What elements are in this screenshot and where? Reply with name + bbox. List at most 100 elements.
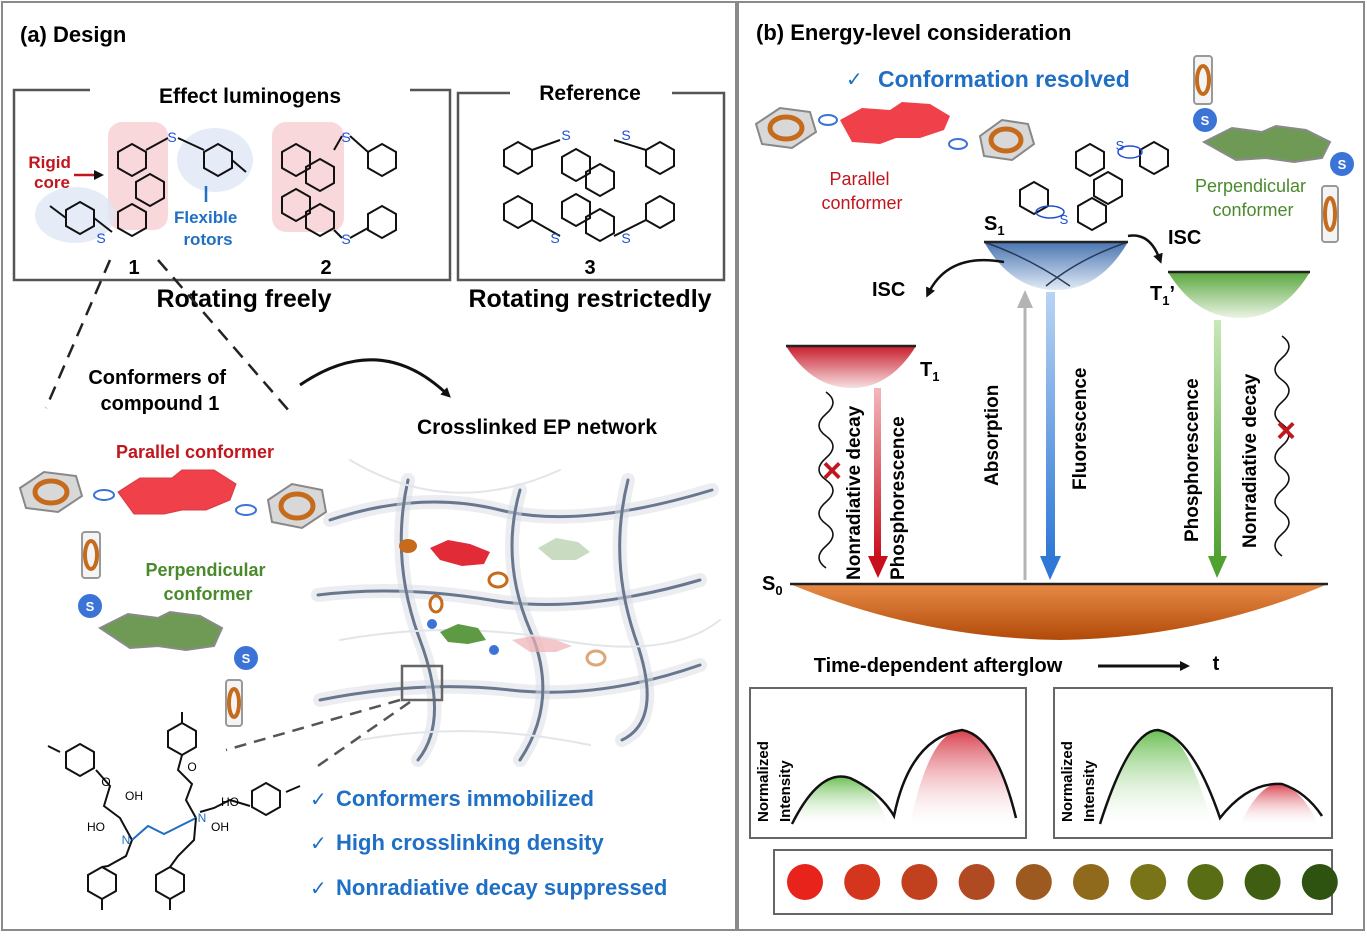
parallel-conformer-label-a: Parallel conformer (116, 442, 274, 462)
afterglow-dot (1130, 864, 1167, 900)
rigid-core-label: Rigid core (28, 153, 75, 192)
nonradiative-decay-left-label: Nonradiative decay (844, 405, 865, 580)
afterglow-dots (787, 864, 1338, 900)
absorption-label: Absorption (982, 385, 1003, 486)
reference-box (456, 91, 726, 282)
compound-1-structure (35, 122, 253, 243)
compound-2-number: 2 (320, 257, 331, 279)
phosphorescence-left-label: Phosphorescence (888, 416, 909, 580)
conformation-resolved-label: Conformation resolved (878, 66, 1130, 92)
nonradiative-decay-right-label: Nonradiative decay (1240, 373, 1261, 548)
cross-icon: × (1276, 412, 1296, 450)
o-atom: O (187, 760, 196, 774)
afterglow-dot (958, 864, 995, 900)
zoom-box (400, 664, 444, 702)
reference-title: Reference (539, 82, 641, 105)
afterglow-label: Time-dependent afterglow (814, 655, 1063, 677)
fluorescence-arrow (1046, 292, 1055, 558)
sulfur-label: S (1116, 138, 1125, 153)
ho-label: HO (87, 820, 105, 834)
check-icon: ✓ (310, 833, 327, 855)
parallel-conformer-model-b (754, 102, 1036, 162)
network-embedded-molecules (399, 538, 607, 667)
compound-3-structure (503, 139, 675, 242)
perpendicular-conformer-model-a (78, 531, 258, 727)
y-axis-label: Intensity (1081, 760, 1098, 822)
panel-a-frame (1, 1, 737, 931)
compound-2-structure (272, 122, 397, 239)
ho-label: HO (221, 795, 239, 809)
n-atom: N (122, 833, 131, 847)
sulfur-label: S (550, 230, 559, 246)
s0-label: S0 (762, 573, 783, 598)
rotating-freely-label: Rotating freely (156, 285, 331, 313)
afterglow-dot (1187, 864, 1224, 900)
sulfur-label: S (341, 231, 350, 247)
check-icon: ✓ (310, 789, 327, 811)
spectrum-early (790, 728, 1018, 825)
effect-luminogens-box (12, 88, 452, 282)
isc-label-right: ISC (1168, 227, 1201, 249)
spectrum-late (1098, 728, 1324, 825)
sulfur-label: S (621, 230, 630, 246)
afterglow-dot (1073, 864, 1109, 900)
panel-b-frame (737, 1, 1365, 931)
check-icon: ✓ (846, 69, 863, 91)
compound-1-number: 1 (128, 257, 139, 279)
ep-structure (47, 712, 301, 910)
absorption-arrowhead (1017, 290, 1033, 308)
t1-prime-well (1168, 270, 1310, 318)
checklist: ✓ Conformers immobilized ✓ High crosslin… (310, 786, 667, 900)
oh-label: OH (211, 820, 229, 834)
t1-prime-label: T1’ (1150, 283, 1175, 308)
y-axis-label: Normalized (1059, 741, 1076, 822)
phosphorescence-right-label: Phosphorescence (1182, 378, 1203, 542)
sulfur-label: S (242, 651, 251, 666)
check-icon: ✓ (310, 878, 327, 900)
y-axis-label: Normalized (755, 741, 772, 822)
central-molecule (1019, 141, 1169, 231)
afterglow-dot (787, 864, 823, 900)
sulfur-label: S (341, 129, 350, 145)
o-atom: O (101, 775, 110, 789)
s1-label: S1 (984, 213, 1005, 238)
perpendicular-conformer-label-b: Perpendicular conformer (1195, 176, 1311, 220)
zoom-line-left (44, 259, 112, 409)
sulfur-label: S (1201, 113, 1210, 128)
nonradiative-wave-left (818, 391, 834, 569)
flexible-rotors-label: Flexible rotors (174, 208, 242, 249)
crosslinked-network-graphic (311, 459, 721, 767)
afterglow-dot (1301, 864, 1338, 900)
t1-well (786, 344, 916, 388)
fluorescence-label: Fluorescence (1070, 368, 1091, 491)
phosphorescence-arrow-right (1214, 320, 1221, 558)
afterglow-dot (901, 864, 938, 900)
sulfur-label: S (561, 127, 570, 143)
crosslinked-network-label: Crosslinked EP network (417, 416, 657, 439)
phosphorescence-arrowhead-right (1208, 556, 1227, 578)
isc-arrow-left (926, 258, 1005, 298)
compound-3-number: 3 (584, 257, 595, 279)
fluorescence-arrowhead (1040, 556, 1061, 580)
phosphorescence-arrow-left (874, 388, 881, 558)
conformers-label: Conformers of compound 1 (88, 367, 231, 415)
afterglow-dot (1244, 864, 1281, 900)
checklist-item: Conformers immobilized (336, 786, 594, 811)
effect-luminogens-title: Effect luminogens (159, 85, 341, 108)
zoom-line (225, 698, 401, 752)
panel-b-title: (b) Energy-level consideration (756, 20, 1071, 45)
s0-well (790, 582, 1328, 640)
oh-label: OH (125, 789, 143, 803)
t1-label: T1 (920, 359, 939, 384)
sulfur-label: S (1338, 157, 1347, 172)
parallel-conformer-model-a (18, 469, 328, 530)
sulfur-label: S (96, 230, 105, 246)
spectrum-box-early (749, 687, 1027, 839)
sulfur-label: S (1060, 212, 1069, 227)
isc-arrow-right (1127, 234, 1163, 264)
sulfur-label: S (167, 129, 176, 145)
zoom-line-right (157, 259, 291, 413)
curved-arrow (299, 358, 451, 398)
rotating-restrictedly-label: Rotating restrictedly (468, 285, 711, 313)
